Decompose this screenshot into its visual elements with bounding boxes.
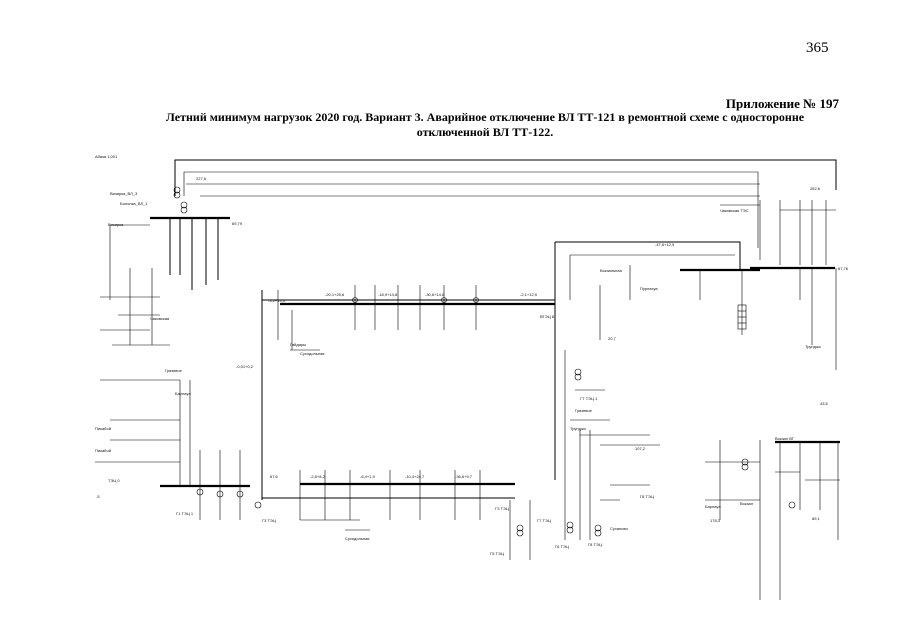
svg-text:67,6: 67,6: [270, 474, 279, 479]
svg-text:ГТ ТЭЦ 1: ГТ ТЭЦ 1: [580, 396, 598, 401]
svg-text:20,7: 20,7: [608, 336, 617, 341]
title-line-1: Летний минимум нагрузок 2020 год. Вариан…: [165, 110, 805, 124]
top-feeder-line-2: [183, 171, 759, 248]
svg-text:Г1 ТЭЦ 1: Г1 ТЭЦ 1: [176, 511, 194, 516]
svg-text:-5: -5: [96, 494, 100, 499]
svg-text:Болонка_ВЛ_1: Болонка_ВЛ_1: [120, 201, 148, 206]
svg-text:Чаковская ТЭС: Чаковская ТЭС: [720, 208, 749, 213]
svg-text:Вокзал: Вокзал: [740, 501, 754, 506]
top-feeder-line: [174, 159, 837, 196]
svg-text:Барнаул: Барнаул: [175, 391, 191, 396]
svg-text:262,6: 262,6: [810, 186, 821, 191]
svg-text:Г8 ТЭЦ: Г8 ТЭЦ: [588, 542, 602, 547]
svg-text:Г6 ТЭЦ: Г6 ТЭЦ: [555, 544, 569, 549]
svg-text:Визирка_ВЛ_3: Визирка_ВЛ_3: [110, 191, 138, 196]
page-title: Летний минимум нагрузок 2020 год. Вариан…: [120, 110, 850, 140]
svg-text:Суходольная: Суходольная: [300, 351, 324, 356]
svg-text:Вокзальная: Вокзальная: [600, 268, 622, 273]
svg-text:-2,1+12,9: -2,1+12,9: [520, 292, 538, 297]
svg-text:Г7 ТЭЦ: Г7 ТЭЦ: [537, 518, 551, 523]
svg-text:ГЗ ТЭЦ: ГЗ ТЭЦ: [495, 506, 509, 511]
svg-text:67,76: 67,76: [838, 266, 849, 271]
svg-text:Суханово: Суханово: [610, 526, 629, 531]
svg-text:Чаковская: Чаковская: [150, 316, 169, 321]
svg-text:Трунджо: Трунджо: [805, 344, 822, 349]
svg-text:-2,8+8,2: -2,8+8,2: [310, 474, 326, 479]
svg-text:Визирка: Визирка: [108, 222, 124, 227]
title-line-2: отключенной ВЛ ТТ-122.: [416, 125, 554, 139]
svg-text:107,2: 107,2: [635, 446, 646, 451]
svg-text:-36,6+9,7: -36,6+9,7: [455, 474, 473, 479]
svg-text:69,79: 69,79: [232, 221, 243, 226]
svg-text:Гайдары: Гайдары: [290, 342, 306, 347]
svg-text:ВТЭЦ 8: ВТЭЦ 8: [540, 314, 555, 319]
svg-text:Барнаул: Барнаул: [705, 504, 721, 509]
svg-text:Г8 ТЭЦ: Г8 ТЭЦ: [640, 494, 654, 499]
svg-text:Пикабой: Пикабой: [95, 448, 111, 453]
svg-text:-10,4+24,7: -10,4+24,7: [405, 474, 425, 479]
appendix-label: Приложение № 197: [725, 96, 839, 111]
svg-text:Вокзал ВГ: Вокзал ВГ: [775, 436, 795, 441]
page-number: 365: [806, 40, 829, 56]
svg-text:Г3 ТЭЦ: Г3 ТЭЦ: [262, 518, 276, 523]
svg-text:Трунджо: Трунджо: [570, 426, 587, 431]
svg-text:Пурлахуа: Пурлахуа: [640, 286, 658, 291]
svg-text:Абаза 1,001: Абаза 1,001: [95, 154, 118, 159]
svg-text:Пикабой: Пикабой: [95, 426, 111, 431]
svg-text:-6,4+1,9: -6,4+1,9: [360, 474, 376, 479]
svg-text:-3,2+14,3: -3,2+14,3: [268, 298, 286, 303]
svg-text:Г5 ТЭЦ: Г5 ТЭЦ: [490, 551, 504, 556]
svg-text:-18,9+14,8: -18,9+14,8: [378, 292, 398, 297]
svg-text:Грязевое: Грязевое: [165, 368, 183, 373]
svg-text:-30,6+14,6: -30,6+14,6: [425, 292, 445, 297]
svg-text:-47,6+12,9: -47,6+12,9: [655, 242, 675, 247]
svg-text:-0,01+0,2: -0,01+0,2: [236, 364, 254, 369]
svg-text:43,5: 43,5: [820, 401, 829, 406]
svg-text:178,3: 178,3: [710, 518, 721, 523]
svg-text:227,6: 227,6: [196, 176, 207, 181]
svg-text:ТЭЦ 0: ТЭЦ 0: [108, 478, 120, 483]
svg-text:-20,1+25,6: -20,1+25,6: [325, 292, 345, 297]
svg-text:Суходольная: Суходольная: [345, 536, 369, 541]
svg-text:89,1: 89,1: [812, 516, 821, 521]
svg-text:Грязевое: Грязевое: [575, 408, 593, 413]
